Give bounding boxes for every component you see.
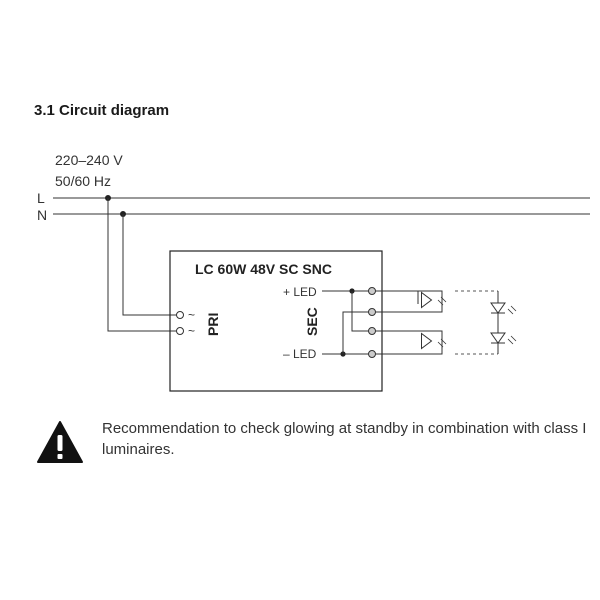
led-lower-emission-icon bbox=[437, 338, 447, 348]
notice-text: Recommendation to check glowing at stand… bbox=[102, 420, 587, 458]
led-right-2 bbox=[490, 332, 506, 344]
supply-voltage: 220–240 V bbox=[55, 152, 123, 168]
secondary-terminal-2 bbox=[368, 308, 376, 316]
ac-symbol-2: ~ bbox=[188, 324, 195, 338]
minus-led-label: – LED bbox=[283, 347, 317, 361]
secondary-label: SEC bbox=[304, 307, 320, 336]
neutral-label: N bbox=[37, 207, 47, 223]
supply-frequency: 50/60 Hz bbox=[55, 173, 111, 189]
section-title: 3.1 Circuit diagram bbox=[34, 102, 170, 119]
line-label: L bbox=[37, 190, 45, 206]
line-wire bbox=[107, 198, 177, 332]
minus-bridge-wire bbox=[342, 311, 372, 354]
primary-terminal-2 bbox=[176, 327, 184, 335]
ac-symbol-1: ~ bbox=[188, 308, 195, 322]
driver-model: LC 60W 48V SC SNC bbox=[195, 261, 332, 277]
secondary-terminal-3 bbox=[368, 327, 376, 335]
led-lower-1 bbox=[421, 332, 433, 350]
secondary-terminal-4 bbox=[368, 350, 376, 358]
led-upper-emission-icon bbox=[437, 296, 447, 306]
warning-triangle-icon bbox=[37, 421, 83, 463]
secondary-terminal-1 bbox=[368, 287, 376, 295]
standby-notice: Recommendation to check glowing at stand… bbox=[36, 416, 596, 476]
led-right-1 bbox=[490, 302, 506, 314]
led-right-emission-icon bbox=[507, 305, 517, 345]
primary-label: PRI bbox=[205, 313, 221, 336]
primary-terminal-1 bbox=[176, 311, 184, 319]
neutral-wire bbox=[122, 214, 177, 316]
plus-led-label: + LED bbox=[283, 285, 317, 299]
led-upper-1 bbox=[421, 291, 433, 309]
plus-bridge-wire bbox=[351, 291, 372, 332]
driver-box bbox=[169, 250, 383, 392]
